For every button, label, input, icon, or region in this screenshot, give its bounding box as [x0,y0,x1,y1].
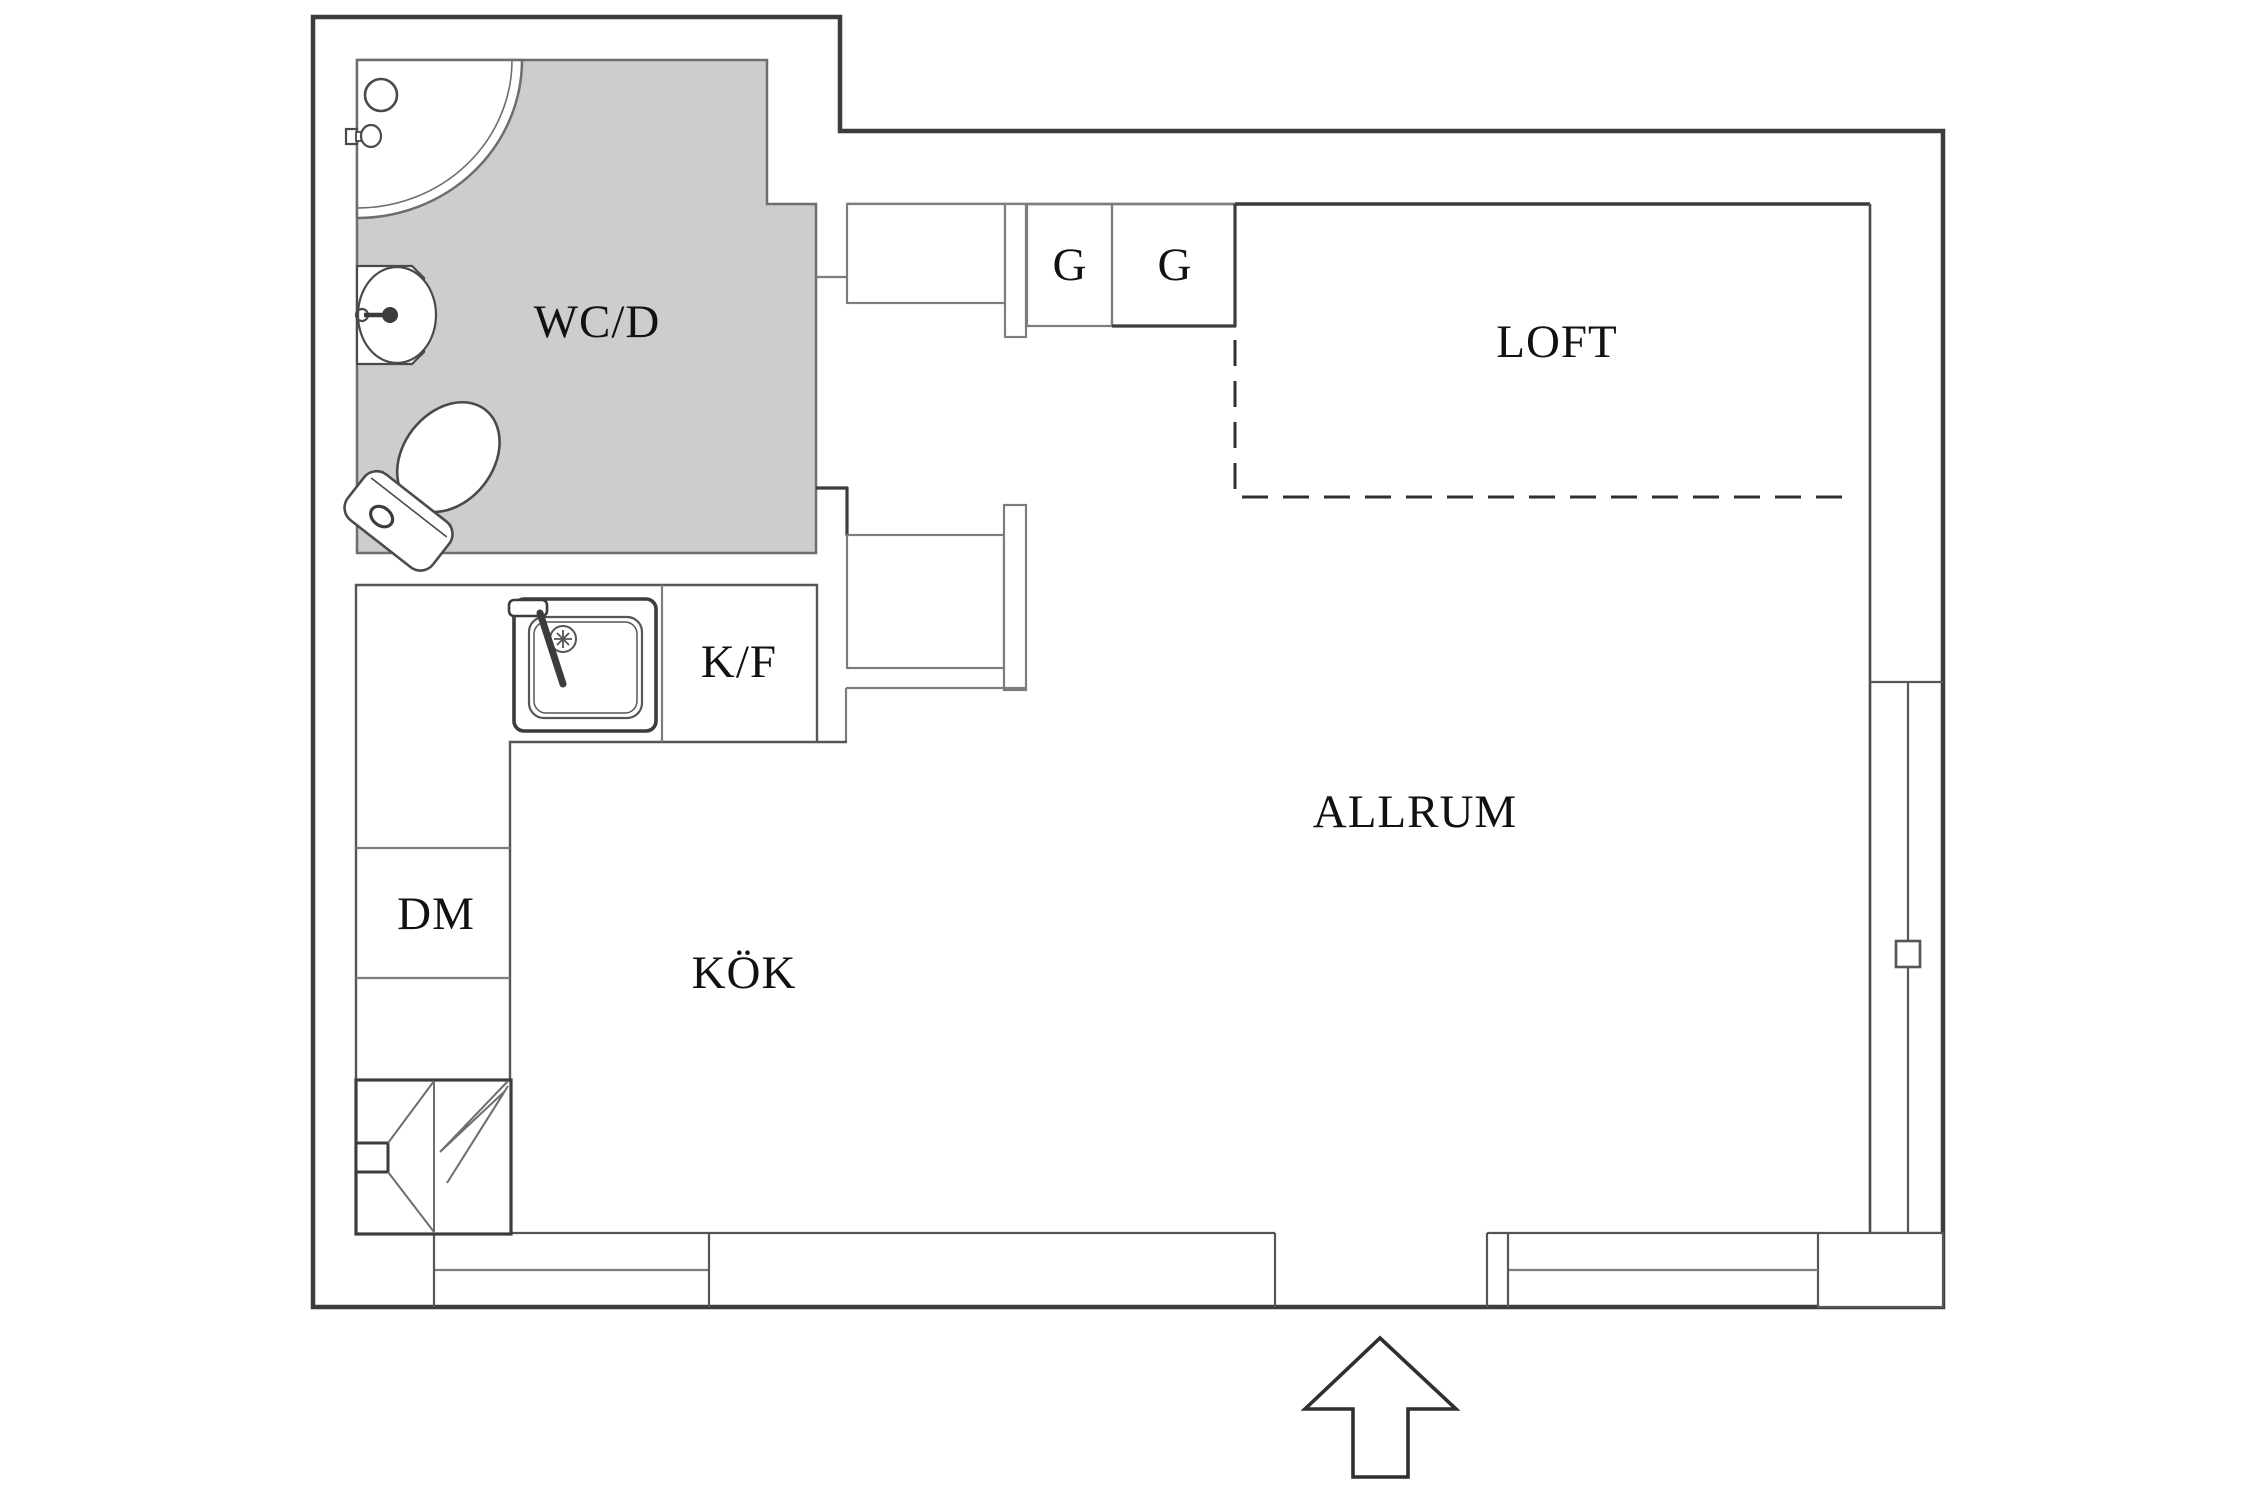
kitchen-sink-icon [507,597,658,733]
corner-shower-inner-arc [356,59,513,209]
label-wcd: WC/D [534,296,661,348]
kitchen-units [354,583,847,1236]
dashed-loft-outline [1233,340,1848,499]
outer-wall-outline [310,14,1946,1310]
label-dm: DM [397,888,475,940]
wardrobes [1025,202,1237,328]
corner-shower-icon [355,58,524,220]
wall-stub-lower [1002,503,1028,692]
label-g-left: G [1053,239,1088,291]
shower-mixer-knob [359,123,383,149]
corner-wall-box [1816,1231,1945,1309]
right-wall-window [1816,204,1945,1309]
label-g-right: G [1158,239,1193,291]
wall-stub-upper [1003,202,1028,339]
shower-head-icon [363,77,399,113]
label-allrum: ALLRUM [1313,786,1517,838]
utility-cabinet-icon [354,1078,513,1236]
hall-cabinet-upper [845,202,1007,305]
bathroom-wcd [343,58,818,572]
label-kok: KÖK [692,947,797,999]
loft-area [1233,202,1870,499]
entrance-arrow-icon [1300,1335,1461,1479]
room-labels: WC/D G G LOFT K/F ALLRUM DM KÖK [397,239,1618,999]
hall-structures [816,202,1870,742]
toilet-icon [343,400,501,572]
outer-walls [310,14,1946,1310]
label-loft: LOFT [1496,316,1618,368]
label-kf: K/F [701,636,777,688]
washbasin-icon [354,264,438,366]
hall-cabinet-lower [845,533,1006,670]
right-window-handle [1894,939,1922,969]
bottom-wall-windows [432,1231,1818,1307]
